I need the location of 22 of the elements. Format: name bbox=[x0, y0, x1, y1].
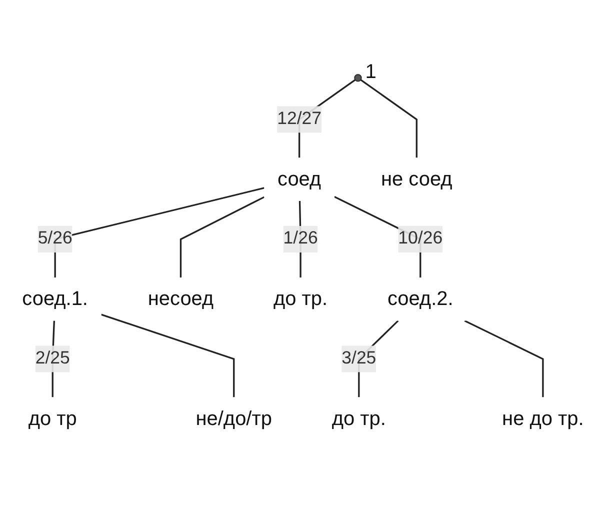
node-text: до тр. bbox=[332, 407, 386, 430]
node-text: до тр bbox=[28, 407, 77, 430]
edge-label: 10/26 bbox=[398, 229, 443, 248]
node-text: соед.2. bbox=[387, 287, 454, 310]
node-text: до тр. bbox=[273, 287, 328, 310]
connector bbox=[180, 196, 265, 278]
edge-label: 5/26 bbox=[38, 229, 72, 248]
node-text: несоед bbox=[148, 287, 214, 310]
connector bbox=[360, 79, 418, 158]
node-circle bbox=[354, 74, 362, 82]
connector bbox=[101, 314, 235, 398]
node-caption: 1 bbox=[365, 60, 376, 84]
edge-label: 12/27 bbox=[277, 109, 322, 128]
edge-label: 1/26 bbox=[283, 229, 318, 248]
node-text: не соед bbox=[381, 168, 452, 190]
edge-label: 3/25 bbox=[342, 348, 376, 368]
node-text: соед.1. bbox=[22, 287, 88, 310]
node-text: соед bbox=[277, 168, 322, 190]
node-text: не до тр. bbox=[502, 407, 584, 430]
edge-label: 2/25 bbox=[35, 348, 70, 368]
connector bbox=[464, 320, 544, 398]
node-text: не/до/тр bbox=[196, 407, 272, 430]
